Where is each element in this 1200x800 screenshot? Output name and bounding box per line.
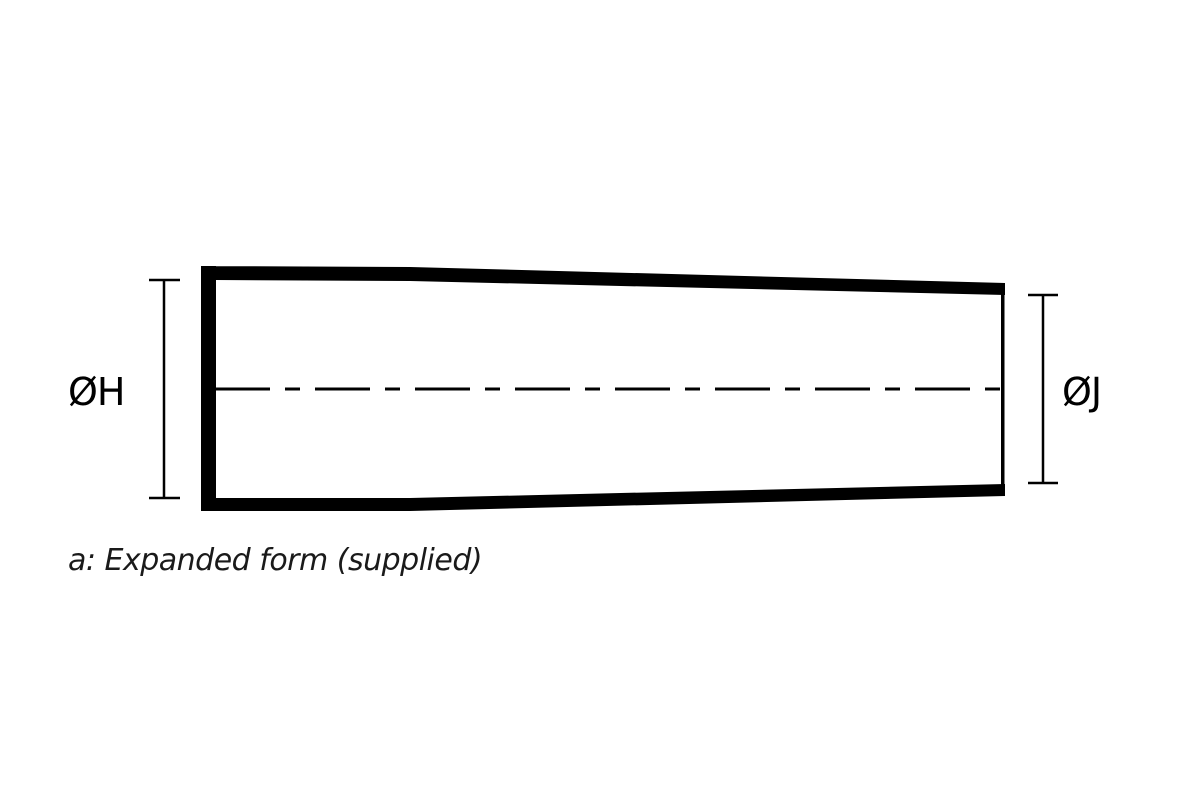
right-end-wall	[1001, 290, 1005, 490]
dimension-label-h: ØH	[68, 370, 125, 414]
figure-caption: a: Expanded form (supplied)	[68, 543, 483, 578]
left-end-wall	[201, 266, 216, 511]
dimension-j	[1028, 293, 1058, 485]
dimension-label-j: ØJ	[1062, 370, 1102, 414]
bottom-wall	[201, 484, 1005, 511]
top-wall	[201, 266, 1005, 295]
dimension-h	[149, 278, 180, 500]
